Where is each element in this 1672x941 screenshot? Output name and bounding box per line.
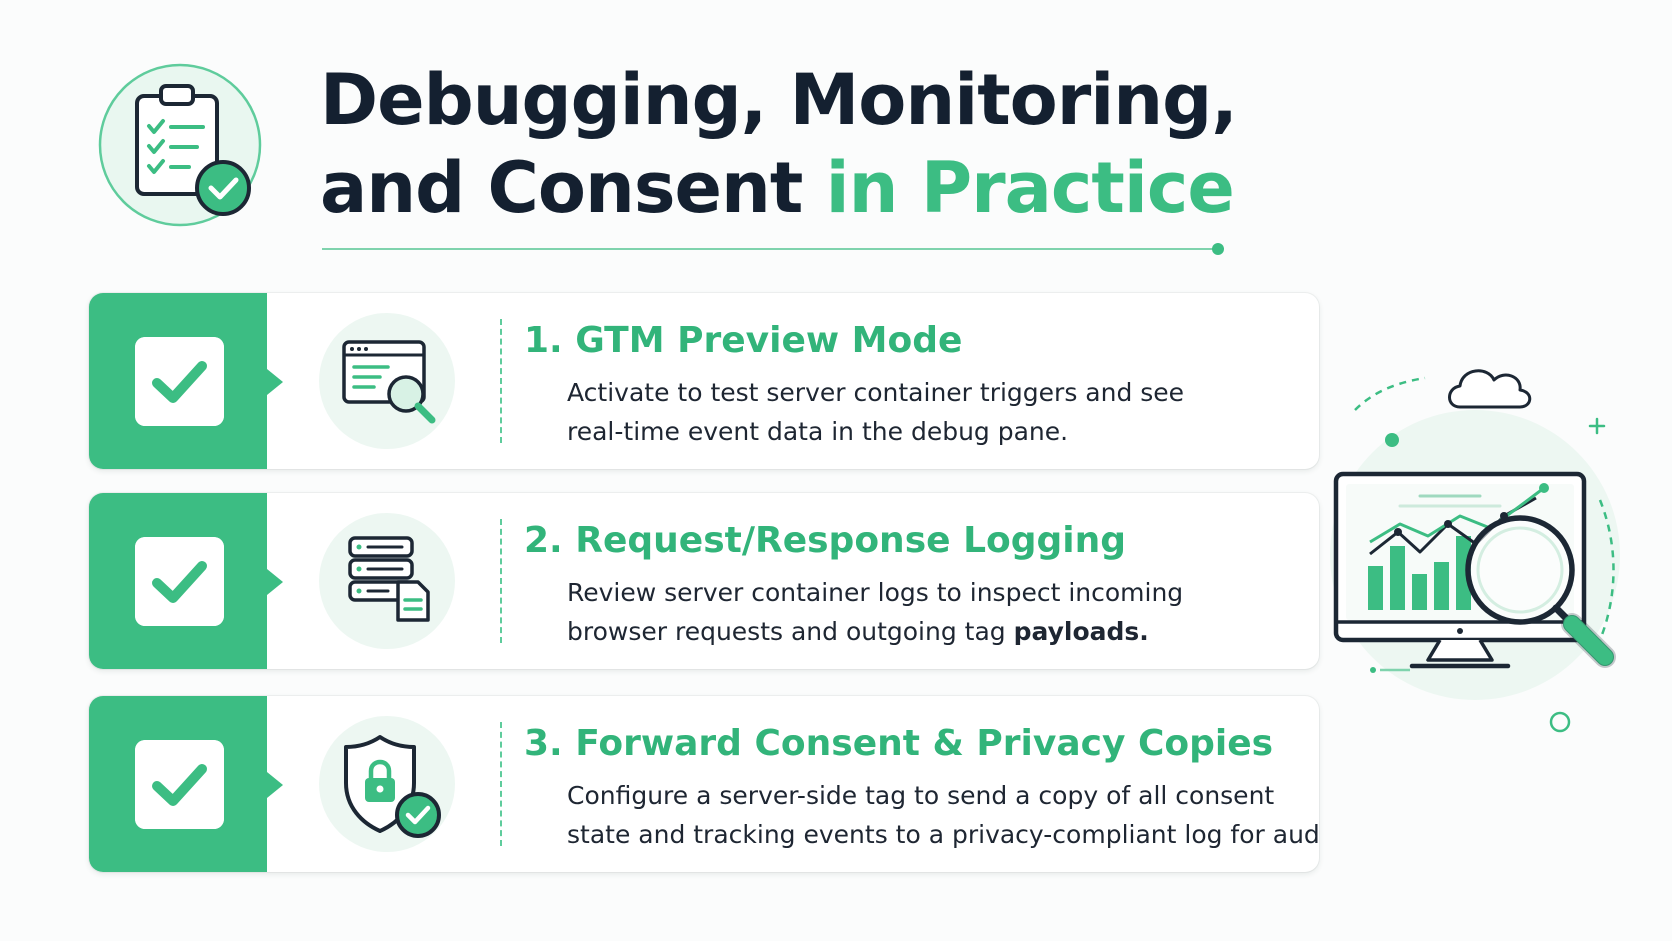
step-title: 3. Forward Consent & Privacy Copies [524, 723, 1274, 764]
step-card-3: 3. Forward Consent & Privacy Copies Conf… [89, 696, 1319, 872]
step-title: 2. Request/Response Logging [524, 520, 1127, 561]
title-line-1: Debugging, Monitoring, [320, 59, 1238, 141]
page-title: Debugging, Monitoring, and Consent in Pr… [320, 56, 1238, 232]
step-description: Activate to test server container trigge… [567, 378, 1185, 446]
step-band-notch [267, 569, 283, 595]
server-document-icon [319, 513, 455, 649]
step-band-notch [267, 369, 283, 395]
checkmark-icon [135, 337, 224, 426]
step-divider [500, 722, 502, 846]
step-band-notch [267, 772, 283, 798]
step-card-1: 1. GTM Preview Mode Activate to test ser… [89, 293, 1319, 469]
title-underline-dot [1212, 243, 1224, 255]
title-line-2: and Consent [320, 147, 803, 229]
browser-magnifier-icon [319, 313, 455, 449]
step-title: 1. GTM Preview Mode [524, 320, 963, 361]
title-underline [322, 248, 1218, 250]
step-description: Review server container logs to inspect … [567, 578, 1184, 646]
step-card-2: 2. Request/Response Logging Review serve… [89, 493, 1319, 669]
clipboard-checklist-icon [98, 63, 262, 227]
step-divider [500, 319, 502, 443]
checkmark-icon [135, 740, 224, 829]
step-description: Configure a server-side tag to send a co… [567, 781, 1319, 849]
step-divider [500, 519, 502, 643]
checkmark-icon [135, 537, 224, 626]
shield-lock-check-icon [319, 716, 455, 852]
monitor-analytics-magnifier-icon [1330, 369, 1620, 733]
title-accent: in Practice [825, 147, 1235, 229]
